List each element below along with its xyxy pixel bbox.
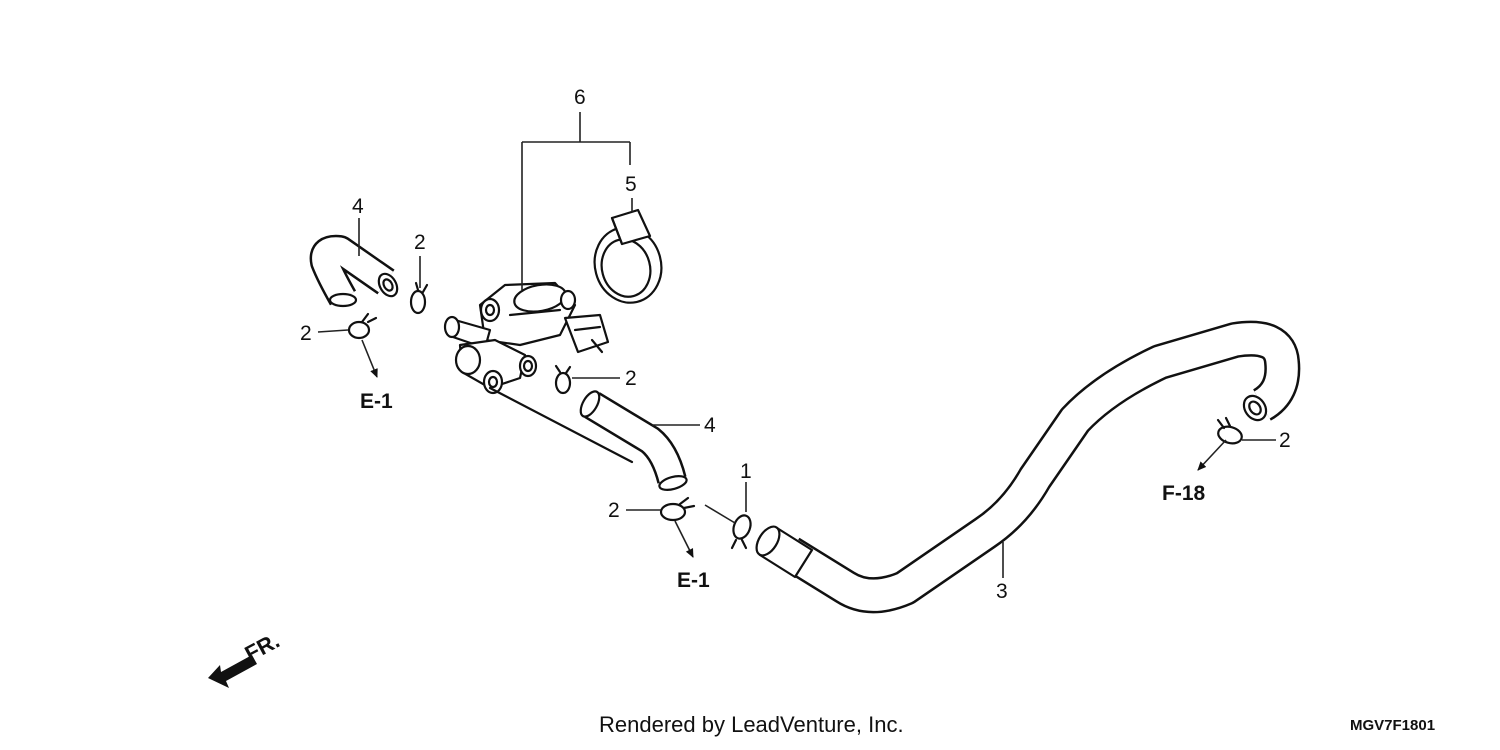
leader-lines <box>317 112 1276 578</box>
label-part-2-right: 2 <box>1279 429 1291 452</box>
ref-e1-lower[interactable]: E-1 <box>677 569 710 592</box>
part-2-clip-upper-middle[interactable] <box>409 281 429 315</box>
label-part-6: 6 <box>574 86 586 109</box>
part-2-clip-middle[interactable] <box>554 364 572 395</box>
part-4-bent-hose-lower[interactable] <box>577 388 688 492</box>
ref-f18[interactable]: F-18 <box>1162 482 1206 505</box>
label-part-2-middle: 2 <box>625 367 637 390</box>
label-part-2-lower: 2 <box>608 499 620 522</box>
part-5-mount-rubber[interactable] <box>586 208 669 310</box>
label-part-2-upper-middle: 2 <box>414 231 426 254</box>
part-6-control-valve[interactable] <box>443 281 634 464</box>
rendered-by-credit: Rendered by LeadVenture, Inc. <box>599 712 904 737</box>
label-part-2-upper-left: 2 <box>300 322 312 345</box>
label-part-3: 3 <box>996 580 1008 603</box>
diagram-code: MGV7F1801 <box>1350 717 1435 734</box>
part-2-clip-lower[interactable] <box>659 496 696 522</box>
label-part-4-lower: 4 <box>704 414 716 437</box>
part-3-air-hose[interactable] <box>752 320 1301 614</box>
part-2-clip-upper-left[interactable] <box>347 312 378 340</box>
label-part-4-upper: 4 <box>352 195 364 218</box>
front-direction-indicator: FR. <box>208 628 284 688</box>
part-4-elbow-hose-upper[interactable] <box>309 234 401 308</box>
label-part-5: 5 <box>625 173 637 196</box>
hose-joint-sleeve <box>755 525 814 579</box>
ref-e1-upper[interactable]: E-1 <box>360 390 393 413</box>
part-2-clip-right[interactable] <box>1216 416 1243 446</box>
part-1-hose-clamp[interactable] <box>704 504 754 550</box>
front-arrow-icon <box>208 655 257 688</box>
label-part-1: 1 <box>740 460 752 483</box>
